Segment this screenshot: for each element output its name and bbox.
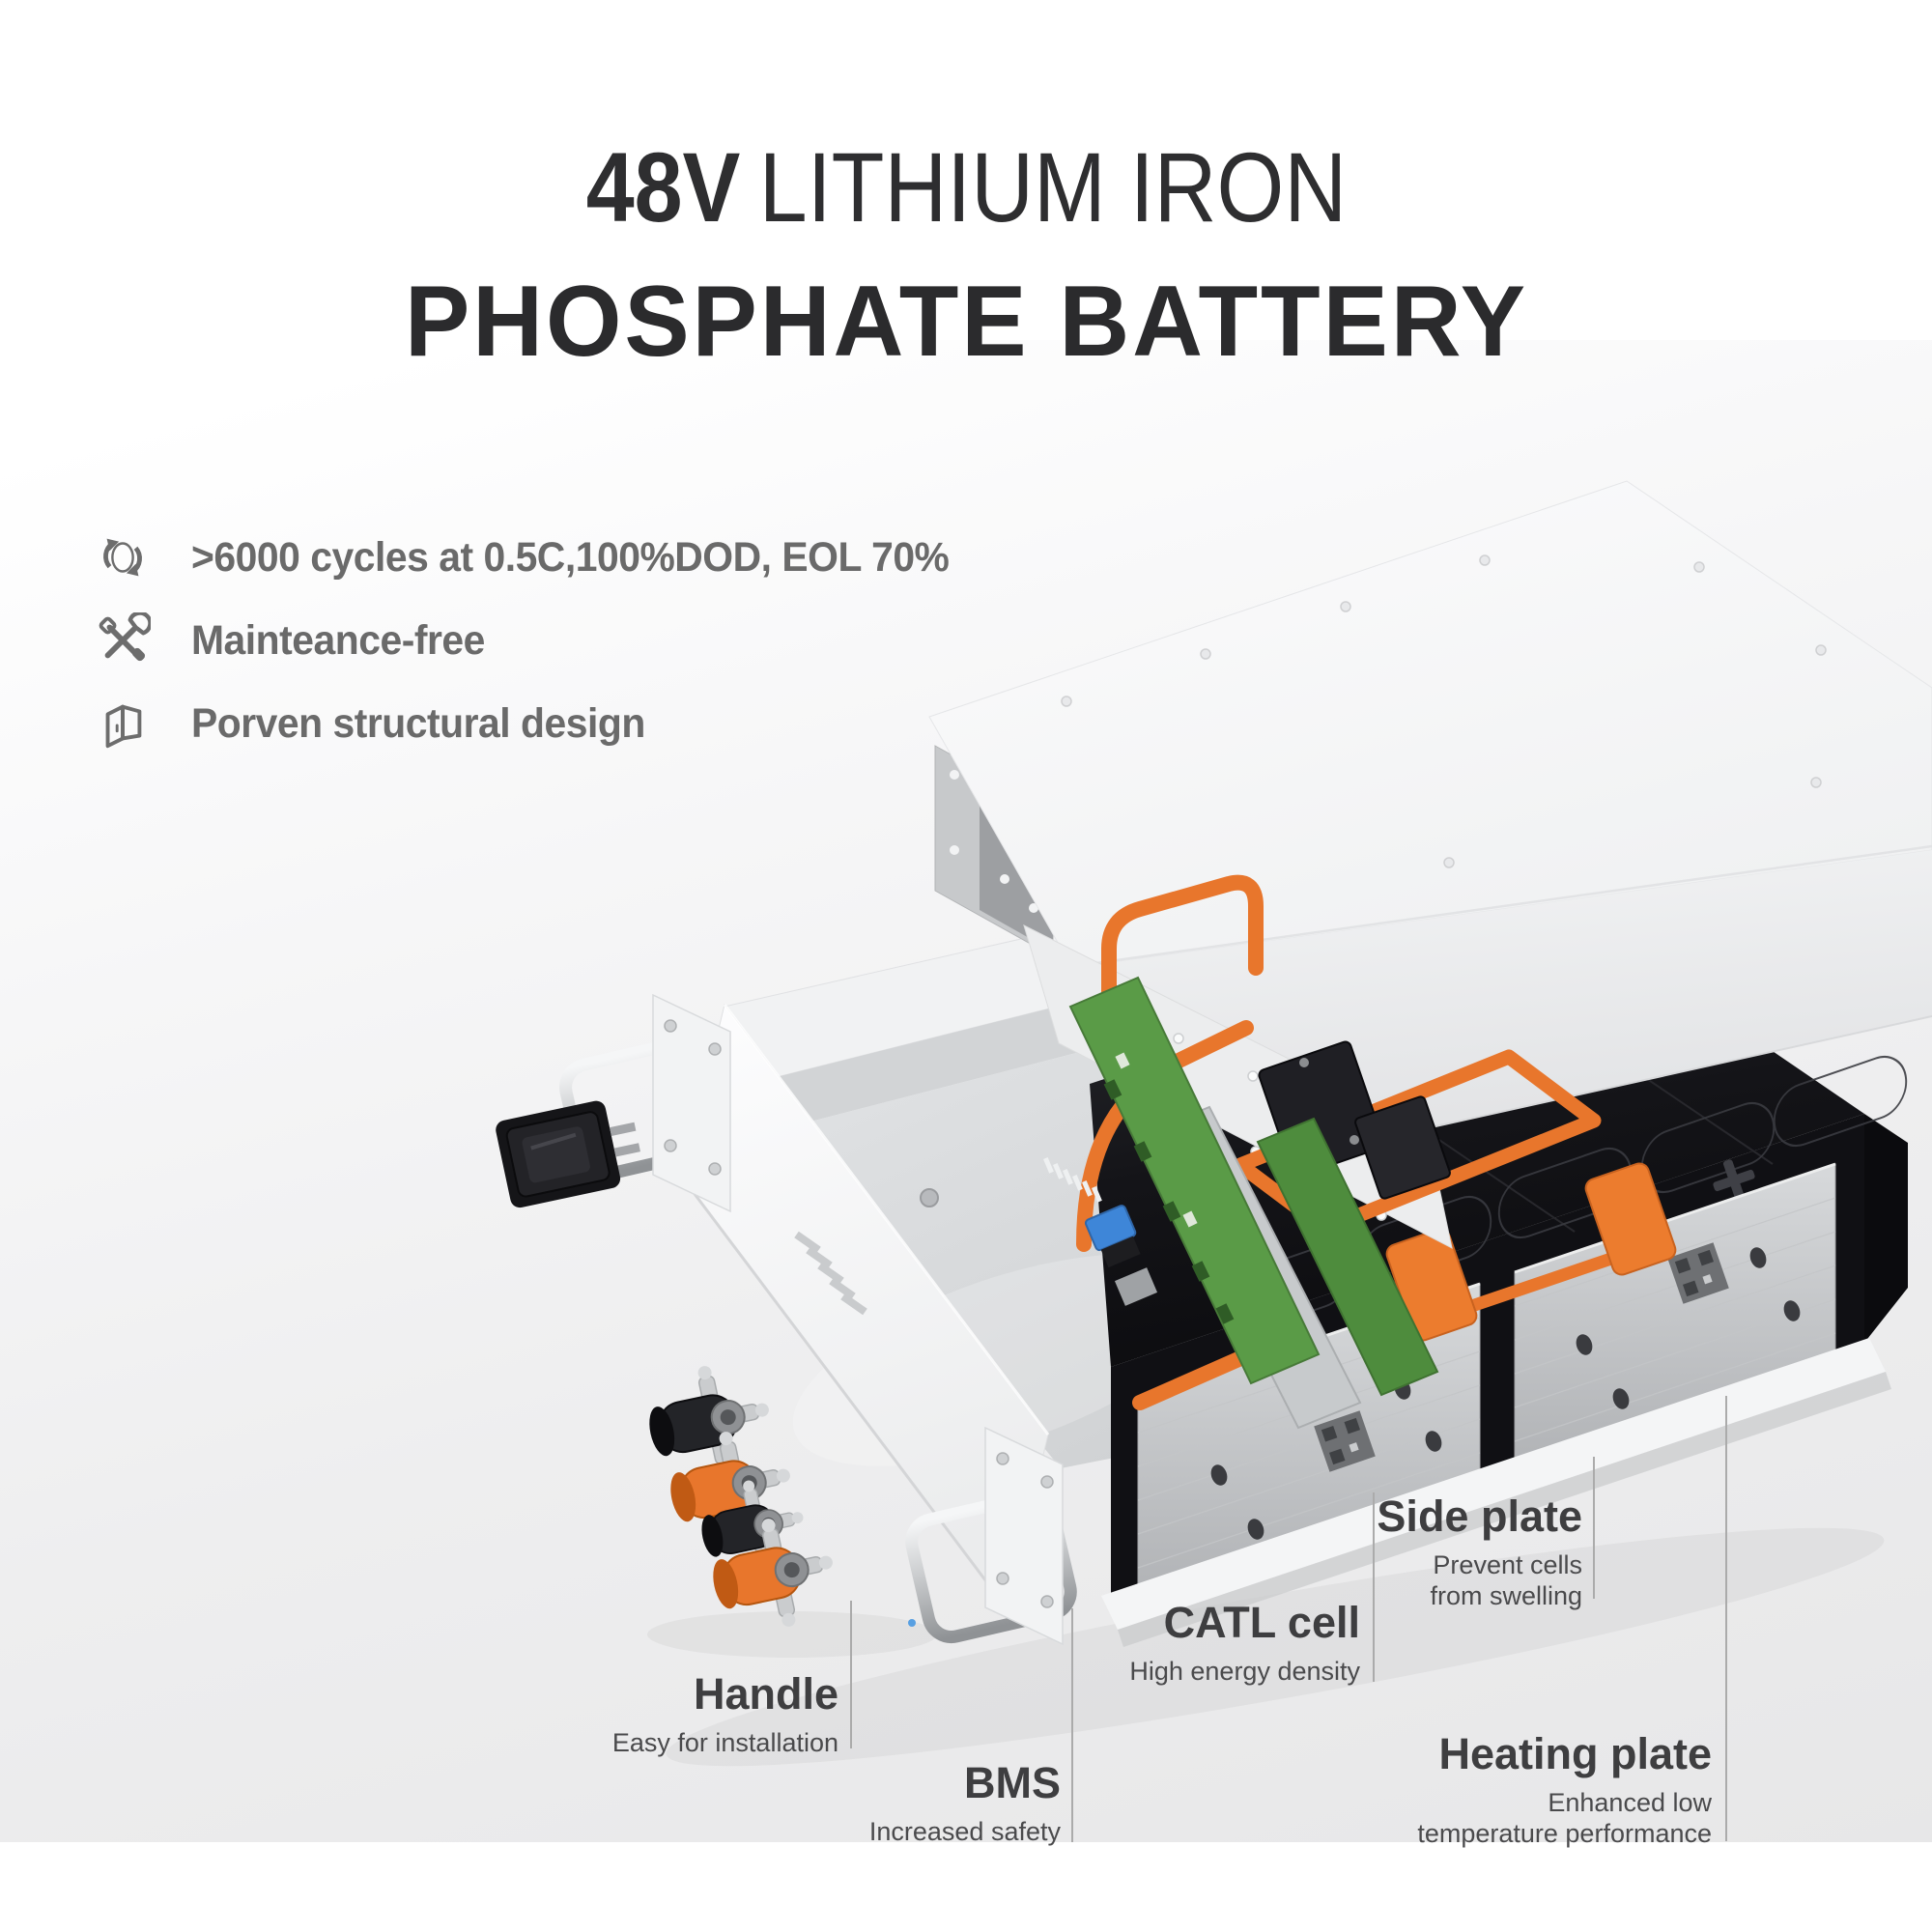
title-chemistry: LITHIUM IRON <box>758 132 1347 242</box>
callout-heating-plate: Heating plate Enhanced low temperature p… <box>1417 1731 1712 1850</box>
qr-code-left <box>1314 1410 1376 1472</box>
pcb-blue-connector <box>1084 1205 1141 1268</box>
callout-handle-title: Handle <box>693 1669 838 1719</box>
leader-line-bms <box>1071 1608 1073 1842</box>
callout-side-plate-subtitle: Prevent cells from swelling <box>1430 1550 1582 1611</box>
feature-maintenance: Mainteance-free <box>95 610 989 671</box>
bms-circuit-boards <box>1043 976 1439 1430</box>
leader-line-heating-plate <box>1725 1396 1727 1841</box>
title-voltage: 48V <box>585 132 740 242</box>
terminal-black-2 <box>701 1480 804 1573</box>
leader-line-catl-cell <box>1373 1492 1375 1682</box>
tray-front-rim <box>1101 1338 1891 1647</box>
feature-maintenance-text: Mainteance-free <box>191 616 485 664</box>
feature-list: >6000 cycles at 0.5C,100%DOD, EOL 70% Ma… <box>95 526 989 776</box>
terminal-connectors <box>649 1366 833 1627</box>
callout-handle-subtitle: Easy for installation <box>611 1728 838 1758</box>
tray-front-panel <box>496 993 1077 1646</box>
callout-bms: BMS Increased safety <box>869 1760 1061 1848</box>
rocker-switch <box>496 1100 640 1208</box>
mounting-ear-bottom <box>984 1426 1064 1646</box>
callout-bms-subtitle: Increased safety <box>868 1817 1061 1847</box>
cycle-icon <box>103 538 142 577</box>
callout-handle: Handle Easy for installation <box>612 1671 838 1759</box>
feature-cycles: >6000 cycles at 0.5C,100%DOD, EOL 70% <box>95 526 989 588</box>
terminal-orange-2 <box>713 1519 833 1627</box>
feature-structure: Porven structural design <box>95 693 989 754</box>
ground-shadow <box>647 1527 1885 1767</box>
callout-side-plate: Side plate Prevent cells from swelling <box>1377 1493 1582 1612</box>
qr-code-right <box>1667 1242 1729 1304</box>
page-title-line2: PHOSPHATE BATTERY <box>404 266 1528 378</box>
callout-heating-plate-title: Heating plate <box>1438 1729 1712 1778</box>
callout-catl-cell-title: CATL cell <box>1163 1598 1360 1647</box>
callout-heating-plate-subtitle: Enhanced low temperature performance <box>1417 1788 1712 1849</box>
leader-line-handle <box>850 1601 852 1748</box>
panel-bolt <box>920 1188 939 1208</box>
feature-cycles-text: >6000 cycles at 0.5C,100%DOD, EOL 70% <box>191 533 950 581</box>
pcb-board-front <box>1068 976 1321 1385</box>
callout-bms-title: BMS <box>964 1758 1061 1807</box>
tools-icon <box>99 612 151 662</box>
lid-screw-holes <box>1061 554 1827 868</box>
mounting-ear-top <box>652 993 731 1213</box>
callout-side-plate-title: Side plate <box>1377 1492 1582 1541</box>
feature-structure-text: Porven structural design <box>191 699 645 747</box>
callout-catl-cell: CATL cell High energy density <box>1129 1600 1360 1688</box>
pcb-board-back <box>1256 1117 1439 1397</box>
cell-plus-terminal-mark <box>1713 1159 1755 1202</box>
pin-header <box>1043 1157 1102 1203</box>
side-plate-right <box>1514 1162 1836 1460</box>
vent-slots <box>794 1231 867 1316</box>
door-icon <box>105 704 142 749</box>
callout-catl-cell-subtitle: High energy density <box>1129 1657 1360 1687</box>
leader-line-side-plate <box>1593 1457 1595 1599</box>
